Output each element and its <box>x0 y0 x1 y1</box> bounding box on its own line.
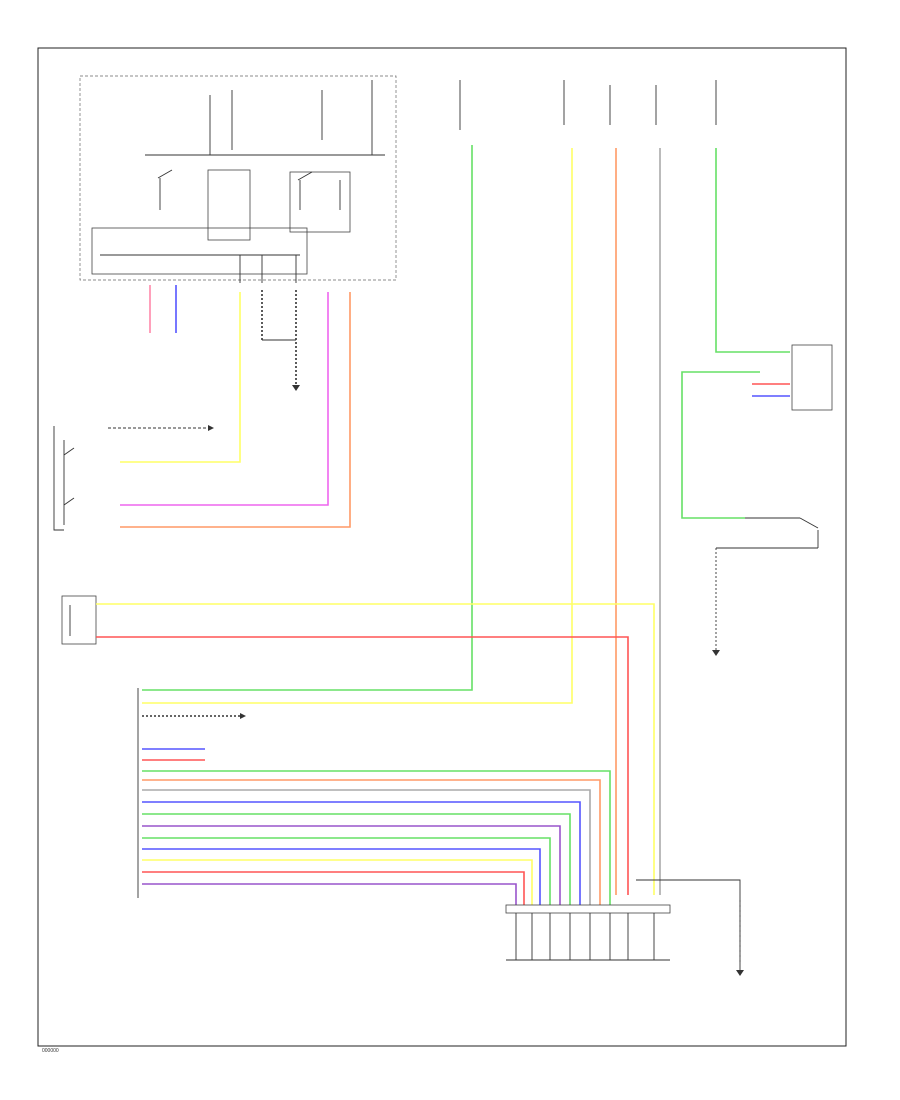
wire-green-right-loop <box>681 371 760 519</box>
door-lock-switch <box>53 425 214 531</box>
ground-under-relay <box>261 290 300 391</box>
diagram-frame <box>37 47 847 1047</box>
wire-gray-cu-1 <box>142 789 591 905</box>
wire-green-fuse-feed <box>142 145 473 691</box>
wire-green-cu-3 <box>142 837 551 905</box>
wire-blue-cu-3 <box>142 848 541 905</box>
wire-green-cu-2 <box>142 813 571 905</box>
bottom-connector <box>505 904 671 961</box>
ground-bottom-right <box>636 879 744 976</box>
control-unit <box>137 688 246 898</box>
wire-purple-cu-2 <box>142 883 517 905</box>
diagram-code: 000000 <box>42 1048 59 1054</box>
wire-orange-cu-1 <box>142 779 601 905</box>
wire-yellow-actuator <box>96 603 655 895</box>
relay-control-block <box>79 75 397 283</box>
wire-orange-relay-switch <box>120 292 351 528</box>
hazard-switch-box <box>791 344 833 411</box>
wire-yellow-relay-switch <box>120 292 241 463</box>
right-switch <box>712 517 819 656</box>
wire-blue-cu-2 <box>142 801 581 905</box>
wire-red-actuator <box>96 636 629 895</box>
wire-yellow-fuse-feed <box>142 148 573 704</box>
door-lock-actuator <box>61 595 97 645</box>
wire-yellow-cu-1 <box>142 859 533 905</box>
wire-purple-cu-1 <box>142 825 561 905</box>
wire-magenta-relay-switch <box>120 292 329 506</box>
wire-green-right-feed <box>715 148 790 353</box>
fuse-block-top <box>459 80 717 130</box>
wire-red-cu-2 <box>142 871 525 905</box>
wire-green-cu-1 <box>142 770 611 905</box>
